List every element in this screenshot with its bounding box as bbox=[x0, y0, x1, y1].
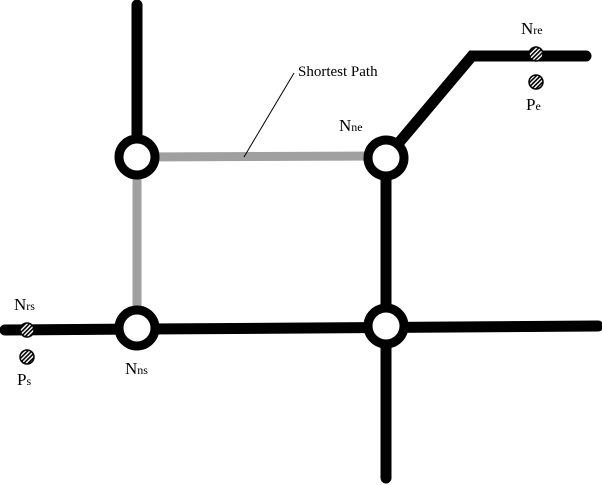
node-ns bbox=[114, 305, 160, 351]
node-ne bbox=[363, 135, 409, 181]
shortest-path bbox=[132, 151, 387, 328]
intersection-nodes bbox=[114, 134, 409, 351]
road-northeast-branch bbox=[380, 50, 592, 164]
shortest-path-callout-line bbox=[243, 72, 295, 158]
label-nns: Nns bbox=[125, 359, 148, 378]
shortest-path-top-segment bbox=[136, 151, 387, 162]
node-rs-marker bbox=[19, 322, 35, 338]
label-nrs: Nrs bbox=[14, 295, 35, 314]
label-nne: Nne bbox=[339, 116, 363, 135]
node-southeast bbox=[363, 303, 409, 349]
label-pe: Pe bbox=[526, 95, 541, 114]
poi-s-marker bbox=[19, 349, 35, 365]
road-south-horizontal bbox=[0, 320, 602, 336]
shortest-path-label: Shortest Path bbox=[298, 64, 378, 80]
label-ps: Ps bbox=[17, 370, 31, 389]
node-northwest bbox=[114, 134, 160, 180]
poi-e-marker bbox=[528, 74, 544, 90]
node-re-marker bbox=[528, 46, 544, 62]
label-nre: Nre bbox=[521, 19, 543, 38]
hatched-points bbox=[19, 46, 544, 365]
